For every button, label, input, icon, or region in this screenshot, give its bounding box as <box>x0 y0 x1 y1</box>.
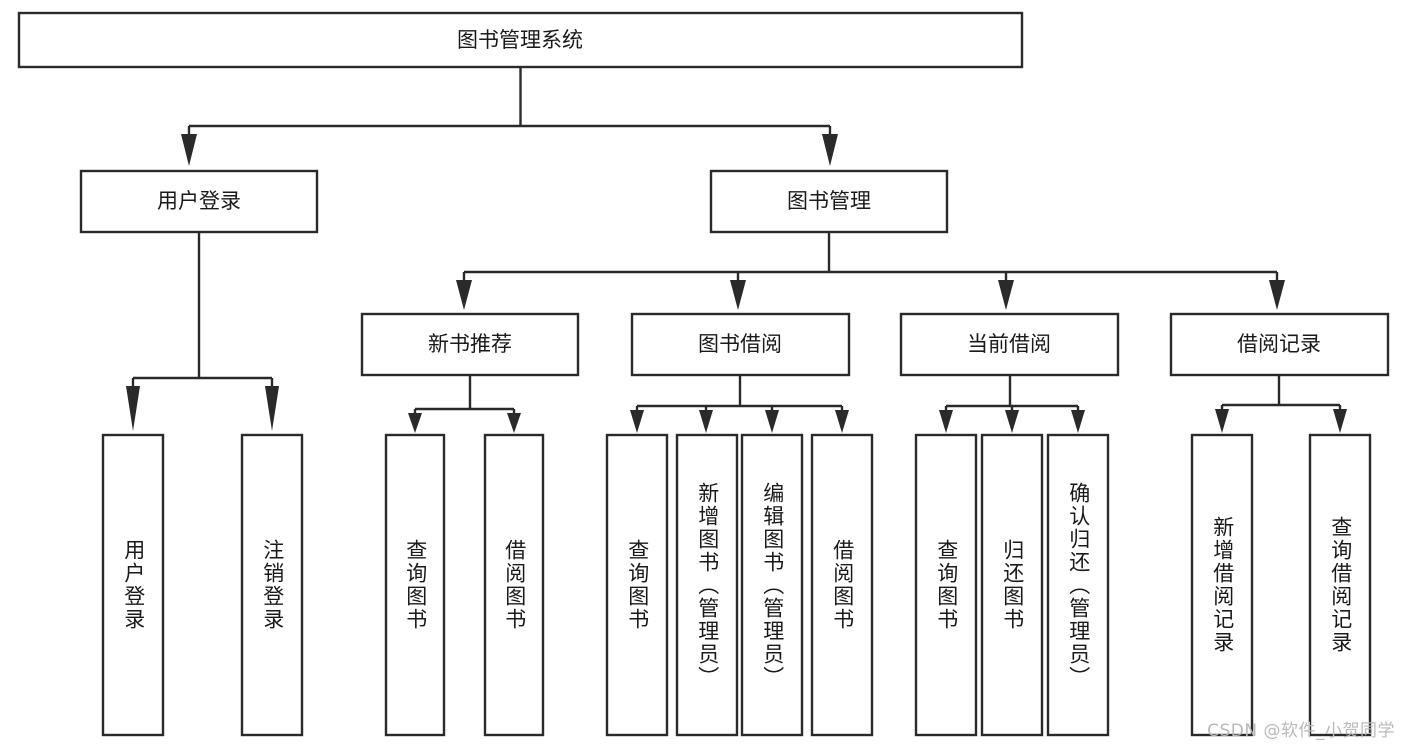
edge-group-new-book <box>408 375 521 433</box>
node-book-borrow-box[interactable] <box>630 312 851 377</box>
node-borrow-record-box[interactable] <box>1169 312 1390 377</box>
node-user-login-label: 用户登录 <box>157 189 241 213</box>
node-current-borrow-box[interactable] <box>899 312 1120 377</box>
node-user-login-box[interactable] <box>79 169 319 234</box>
node-root-box[interactable] <box>17 11 1024 69</box>
leaf-box-borrow-record-0[interactable] <box>1190 433 1254 737</box>
arrow-head-icon <box>1215 409 1229 433</box>
arrow-head-icon <box>126 386 140 431</box>
edge-group-root <box>181 67 838 166</box>
node-book-manage-box[interactable] <box>709 169 949 234</box>
node-root-label: 图书管理系统 <box>457 28 583 52</box>
edge-group-user-login <box>126 232 279 431</box>
leaf-box-book-borrow-2[interactable] <box>740 433 804 737</box>
arrow-head-icon <box>1269 280 1285 310</box>
leaf-box-borrow-record-1[interactable] <box>1308 433 1372 737</box>
arrow-head-icon <box>765 410 779 433</box>
edge-group-current-borrow <box>939 375 1085 433</box>
arrow-head-icon <box>730 280 746 310</box>
arrow-head-icon <box>181 134 197 166</box>
arrow-head-icon <box>1005 410 1019 433</box>
node-book-borrow-label: 图书借阅 <box>698 332 782 356</box>
watermark-text: CSDN @软件_小贺同学 <box>1207 721 1395 741</box>
arrow-head-icon <box>1333 409 1347 433</box>
arrow-head-icon <box>699 410 713 433</box>
leaf-box-current-borrow-1[interactable] <box>980 433 1044 737</box>
arrow-head-icon <box>630 410 644 433</box>
arrow-head-icon <box>456 280 472 310</box>
edge-group-borrow-record <box>1215 375 1347 433</box>
leaf-box-current-borrow-2[interactable] <box>1046 433 1110 737</box>
edge-group-book-borrow <box>630 375 849 433</box>
node-borrow-record-label: 借阅记录 <box>1237 332 1321 356</box>
leaf-box-user-login-1[interactable] <box>240 433 304 737</box>
leaf-box-book-borrow-1[interactable] <box>675 433 739 737</box>
arrow-head-icon <box>507 413 521 433</box>
leaf-box-new-book-0[interactable] <box>384 433 446 737</box>
leaf-box-user-login-0[interactable] <box>101 433 165 737</box>
leaf-box-book-borrow-3[interactable] <box>810 433 874 737</box>
leaf-box-current-borrow-0[interactable] <box>914 433 978 737</box>
arrow-head-icon <box>835 410 849 433</box>
arrow-head-icon <box>265 386 279 431</box>
node-new-book-label: 新书推荐 <box>428 332 512 356</box>
node-new-book-box[interactable] <box>360 312 580 377</box>
node-current-borrow-label: 当前借阅 <box>967 332 1051 356</box>
arrow-head-icon <box>1071 410 1085 433</box>
leaf-box-new-book-1[interactable] <box>483 433 545 737</box>
arrow-head-icon <box>939 410 953 433</box>
leaf-box-book-borrow-0[interactable] <box>605 433 669 737</box>
arrow-head-icon <box>998 280 1014 310</box>
arrow-head-icon <box>408 413 422 433</box>
arrow-head-icon <box>822 134 838 166</box>
edge-group-book-manage <box>456 232 1285 310</box>
node-book-manage-label: 图书管理 <box>787 189 871 213</box>
